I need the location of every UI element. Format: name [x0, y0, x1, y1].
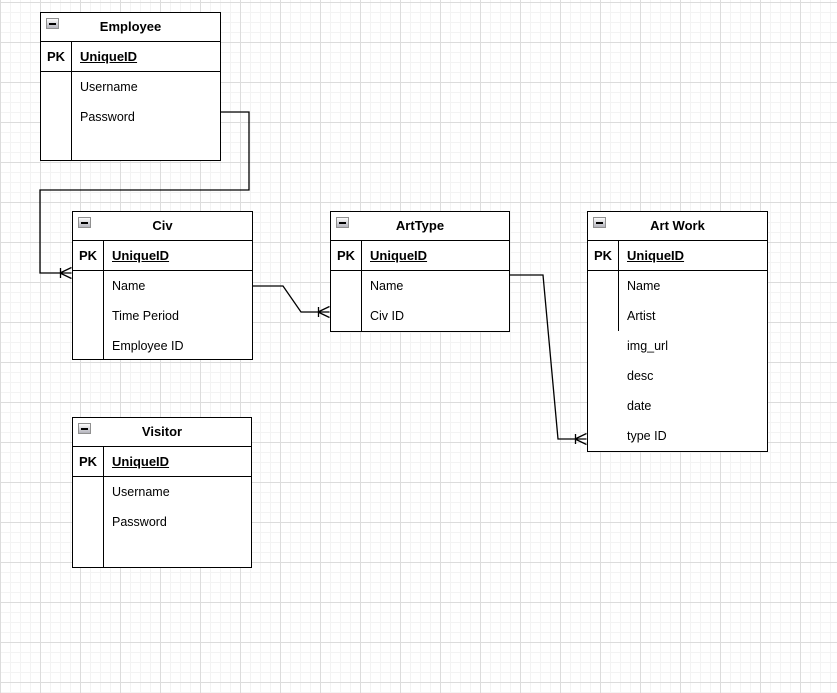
- field-row[interactable]: desc: [627, 369, 654, 383]
- connector-line[interactable]: [510, 274, 587, 440]
- pk-field-name: UniqueID: [112, 248, 170, 263]
- collapse-icon[interactable]: [336, 217, 349, 228]
- crow-foot-icon: [59, 266, 72, 280]
- pk-row[interactable]: PK UniqueID: [73, 447, 251, 477]
- entity-title: ArtType: [395, 218, 445, 233]
- collapse-icon[interactable]: [46, 18, 59, 29]
- entity-header[interactable]: ArtType: [331, 212, 509, 241]
- entity-title: Civ: [152, 218, 173, 233]
- entity-body: Name Artist img_url desc date type ID: [588, 271, 767, 451]
- entity-title: Employee: [99, 19, 162, 34]
- field-row[interactable]: Name: [370, 279, 404, 293]
- pk-key-label: PK: [41, 42, 72, 71]
- collapse-icon[interactable]: [593, 217, 606, 228]
- pk-row[interactable]: PK UniqueID: [588, 241, 767, 271]
- field-row[interactable]: Password: [112, 515, 167, 529]
- field-list: Name Artist img_url desc date type ID: [619, 271, 767, 451]
- entity-title: Visitor: [141, 424, 183, 439]
- pk-key-label: PK: [331, 241, 362, 270]
- field-row[interactable]: Civ ID: [370, 309, 405, 323]
- entity-body: Username Password: [73, 477, 251, 567]
- pk-key-label: PK: [73, 241, 104, 270]
- field-row[interactable]: Password: [80, 110, 135, 124]
- entity-arttype[interactable]: ArtType PK UniqueID Name Civ ID: [330, 211, 510, 332]
- pk-key-label: PK: [73, 447, 104, 476]
- field-row[interactable]: Employee ID: [112, 339, 184, 353]
- entity-header[interactable]: Employee: [41, 13, 220, 42]
- entity-title: Art Work: [650, 218, 705, 233]
- connector-line[interactable]: [253, 285, 330, 313]
- field-row[interactable]: type ID: [627, 429, 667, 443]
- field-row[interactable]: img_url: [627, 339, 668, 353]
- field-row[interactable]: Username: [80, 80, 138, 94]
- entity-header[interactable]: Art Work: [588, 212, 767, 241]
- entity-header[interactable]: Civ: [73, 212, 252, 241]
- entity-civ[interactable]: Civ PK UniqueID Name Time Period Employe…: [72, 211, 253, 360]
- connector-civ-arttype[interactable]: [253, 285, 330, 319]
- crow-foot-icon: [317, 305, 330, 319]
- field-row[interactable]: Name: [627, 279, 661, 293]
- entity-body: Name Time Period Employee ID: [73, 271, 252, 359]
- pk-field-name: UniqueID: [80, 49, 138, 64]
- field-row[interactable]: Artist: [627, 309, 656, 323]
- pk-row[interactable]: PK UniqueID: [41, 42, 220, 72]
- collapse-icon[interactable]: [78, 217, 91, 228]
- connector-arttype-artwork[interactable]: [510, 274, 587, 446]
- entity-visitor[interactable]: Visitor PK UniqueID Username Password: [72, 417, 252, 568]
- collapse-icon[interactable]: [78, 423, 91, 434]
- entity-employee[interactable]: Employee PK UniqueID Username Password: [40, 12, 221, 161]
- key-column: [331, 271, 362, 331]
- field-list: Name Time Period Employee ID: [104, 271, 252, 359]
- crow-foot-icon: [574, 432, 587, 446]
- field-list: Name Civ ID: [362, 271, 509, 331]
- pk-row[interactable]: PK UniqueID: [73, 241, 252, 271]
- entity-artwork[interactable]: Art Work PK UniqueID Name Artist img_url…: [587, 211, 768, 452]
- field-list: Username Password: [72, 72, 220, 160]
- pk-field-name: UniqueID: [370, 248, 428, 263]
- entity-body: Username Password: [41, 72, 220, 160]
- pk-field-name: UniqueID: [112, 454, 170, 469]
- key-column: [73, 271, 104, 359]
- field-row[interactable]: Username: [112, 485, 170, 499]
- key-column: [73, 477, 104, 567]
- entity-header[interactable]: Visitor: [73, 418, 251, 447]
- field-row[interactable]: Name: [112, 279, 146, 293]
- entity-body: Name Civ ID: [331, 271, 509, 331]
- field-row[interactable]: Time Period: [112, 309, 179, 323]
- key-column: [41, 72, 72, 160]
- pk-field-name: UniqueID: [627, 248, 685, 263]
- pk-key-label: PK: [588, 241, 619, 270]
- field-row[interactable]: date: [627, 399, 652, 413]
- key-column: [588, 271, 619, 331]
- field-list: Username Password: [104, 477, 251, 567]
- pk-row[interactable]: PK UniqueID: [331, 241, 509, 271]
